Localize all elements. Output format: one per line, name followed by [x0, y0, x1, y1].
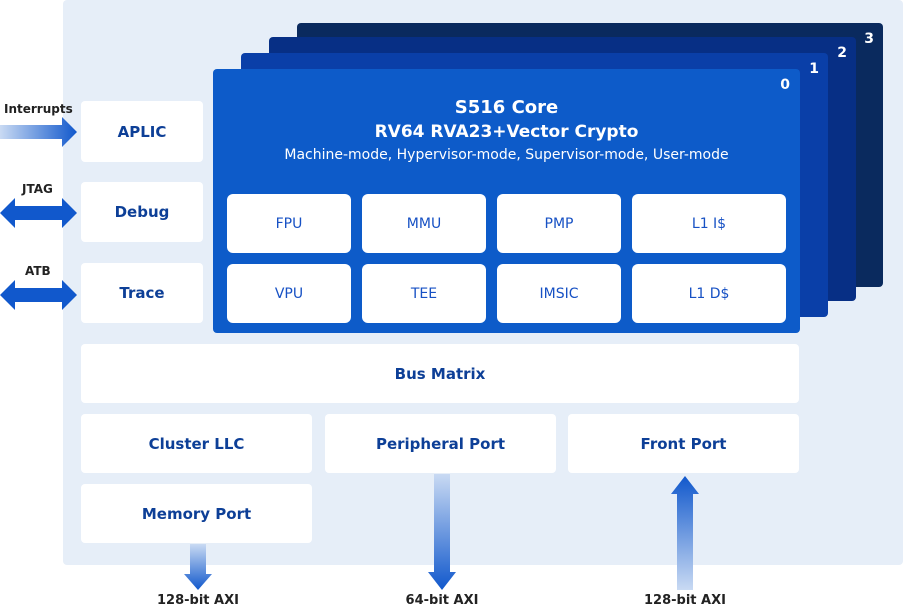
layer-number-1: 1 [809, 61, 819, 77]
memory-port-block: Memory Port [81, 484, 312, 543]
front-port-block: Front Port [568, 414, 799, 473]
unit-imsic: IMSIC [497, 264, 621, 323]
unit-pmp: PMP [497, 194, 621, 253]
unit-l1-icache: L1 I$ [632, 194, 786, 253]
atb-label: ATB [25, 264, 51, 278]
unit-mmu: MMU [362, 194, 486, 253]
unit-l1-dcache: L1 D$ [632, 264, 786, 323]
front-axi-arrow [671, 476, 699, 590]
bus-matrix-block: Bus Matrix [81, 344, 799, 403]
peripheral-axi-arrow [428, 474, 456, 590]
layer-number-3: 3 [864, 31, 874, 47]
layer-number-0: 0 [780, 77, 790, 93]
unit-fpu: FPU [227, 194, 351, 253]
core-title: S516 Core [454, 97, 559, 118]
layer-number-2: 2 [837, 45, 847, 61]
core-modes: Machine-mode, Hypervisor-mode, Superviso… [284, 147, 729, 163]
aplic-block: APLIC [81, 101, 203, 162]
unit-tee: TEE [362, 264, 486, 323]
memory-axi-arrow [184, 544, 212, 590]
memory-axi-label: 128-bit AXI [157, 593, 239, 608]
debug-block: Debug [81, 182, 203, 242]
peripheral-port-block: Peripheral Port [325, 414, 556, 473]
peripheral-axi-label: 64-bit AXI [405, 593, 479, 608]
trace-block: Trace [81, 263, 203, 323]
interrupts-arrow [0, 117, 77, 147]
cluster-llc-block: Cluster LLC [81, 414, 312, 473]
jtag-double-arrow [0, 198, 77, 228]
jtag-label: JTAG [22, 182, 53, 196]
interrupts-label: Interrupts [4, 102, 73, 116]
front-axi-label: 128-bit AXI [644, 593, 726, 608]
atb-double-arrow [0, 280, 77, 310]
core-subtitle: RV64 RVA23+Vector Crypto [374, 122, 639, 142]
unit-vpu: VPU [227, 264, 351, 323]
